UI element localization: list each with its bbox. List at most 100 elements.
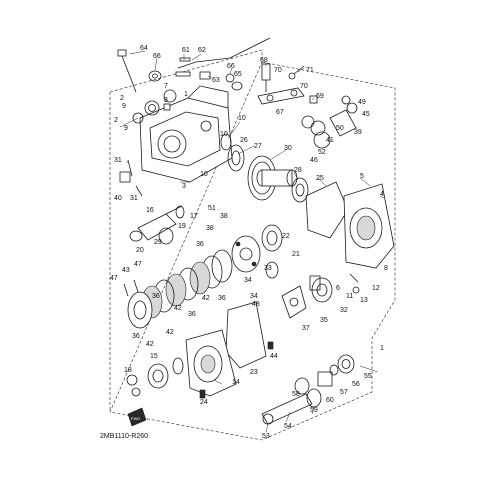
callout-66: 66 xyxy=(153,53,161,60)
shim-8b xyxy=(172,357,184,375)
callout-42-b: 42 xyxy=(174,305,182,312)
coupling-32 xyxy=(309,275,333,303)
callout-42-d: 42 xyxy=(146,341,154,348)
callout-54: 54 xyxy=(284,423,292,430)
callout-46: 46 xyxy=(310,157,318,164)
callout-48: 48 xyxy=(252,301,260,308)
seal-55 xyxy=(337,354,355,374)
callout-38: 38 xyxy=(220,213,228,220)
callout-27: 27 xyxy=(254,143,262,150)
callout-3: 3 xyxy=(182,183,186,190)
callout-36: 36 xyxy=(196,241,204,248)
callout-58: 58 xyxy=(292,391,300,398)
callout-16: 16 xyxy=(146,207,154,214)
seal-2 xyxy=(132,100,160,124)
nut-20 xyxy=(129,230,143,242)
ring-21 xyxy=(265,261,279,279)
callout-15: 15 xyxy=(150,353,158,360)
spring-22 xyxy=(261,224,283,252)
callout-28: 28 xyxy=(294,167,302,174)
callout-65: 65 xyxy=(234,71,242,78)
callout-34-b: 34 xyxy=(250,293,258,300)
gasket-23 xyxy=(225,301,267,369)
callout-6: 6 xyxy=(336,285,340,292)
callout-34: 34 xyxy=(244,277,252,284)
cam-33 xyxy=(231,235,261,273)
callout-37: 37 xyxy=(302,325,310,332)
callout-2-b: 2 xyxy=(114,117,118,124)
callout-55: 55 xyxy=(364,373,372,380)
callout-36-c: 36 xyxy=(152,293,160,300)
callout-29: 29 xyxy=(154,239,162,246)
collar-60 xyxy=(317,371,333,387)
callout-8: 8 xyxy=(164,97,168,104)
callout-11: 11 xyxy=(346,293,353,300)
leader-lines xyxy=(119,50,385,433)
callout-19: 19 xyxy=(178,223,186,230)
ring-57 xyxy=(329,364,339,376)
callout-53: 53 xyxy=(262,433,270,440)
callout-42-c: 42 xyxy=(166,329,174,336)
callout-14: 14 xyxy=(232,379,240,386)
bolt-31 xyxy=(127,159,143,197)
seal-18 xyxy=(126,374,141,397)
plug-63 xyxy=(199,71,211,80)
nut-69 xyxy=(309,95,318,104)
callout-50: 50 xyxy=(336,125,344,132)
callout-10: 10 xyxy=(238,115,246,122)
callout-7: 7 xyxy=(164,83,168,90)
callout-4: 4 xyxy=(380,191,384,198)
callout-68: 68 xyxy=(260,57,268,64)
bearing-59 xyxy=(306,388,322,408)
callout-36-e: 36 xyxy=(132,333,140,340)
shim-26 xyxy=(220,133,232,151)
callout-33: 33 xyxy=(264,265,272,272)
gasket-25 xyxy=(305,181,349,239)
clip-62 xyxy=(175,57,191,77)
ring-gear-30 xyxy=(247,155,298,201)
callout-30: 30 xyxy=(284,145,292,152)
callout-18: 18 xyxy=(124,367,132,374)
pinion-gear-16 xyxy=(137,205,185,241)
callout-69: 69 xyxy=(316,93,324,100)
callout-56: 56 xyxy=(352,381,360,388)
callout-10-b: 10 xyxy=(220,131,228,138)
callout-12: 12 xyxy=(372,285,380,292)
callout-2: 2 xyxy=(120,95,124,102)
callout-45: 45 xyxy=(362,111,370,118)
housing-14 xyxy=(185,329,237,397)
callout-24: 24 xyxy=(200,399,208,406)
callout-43: 43 xyxy=(122,267,130,274)
bolt-6 xyxy=(349,273,359,283)
callout-59: 59 xyxy=(310,407,318,414)
callout-13: 13 xyxy=(360,297,368,304)
callout-31: 31 xyxy=(114,157,122,164)
callout-36-b: 36 xyxy=(218,295,226,302)
callout-71: 71 xyxy=(306,67,314,74)
shaft-stack-39 xyxy=(301,95,358,149)
callout-52: 52 xyxy=(318,149,326,156)
callout-10-c: 10 xyxy=(200,171,208,178)
callout-40: 40 xyxy=(114,195,122,202)
bearing-27 xyxy=(227,144,245,172)
callout-1-b: 1 xyxy=(380,345,384,352)
callout-63: 63 xyxy=(212,77,220,84)
fwd-badge-text: FWD xyxy=(131,416,140,421)
fitting-40 xyxy=(119,171,131,183)
callout-9-b: 9 xyxy=(124,125,128,132)
housing-4 xyxy=(343,183,395,269)
case-cover-3 xyxy=(139,85,233,183)
callout-9: 9 xyxy=(122,103,126,110)
callout-70-b: 70 xyxy=(300,83,308,90)
callout-17: 17 xyxy=(190,213,198,220)
fwd-badge: FWD xyxy=(127,407,147,427)
callout-57: 57 xyxy=(340,389,348,396)
clutch-stack xyxy=(127,249,233,329)
diagram-code: 2MB1110-R260 xyxy=(100,433,148,440)
callout-51: 51 xyxy=(208,205,216,212)
callout-1-a: 1 xyxy=(184,91,188,98)
seal-58 xyxy=(294,377,310,395)
callout-23: 23 xyxy=(250,369,258,376)
callout-42: 42 xyxy=(202,295,210,302)
